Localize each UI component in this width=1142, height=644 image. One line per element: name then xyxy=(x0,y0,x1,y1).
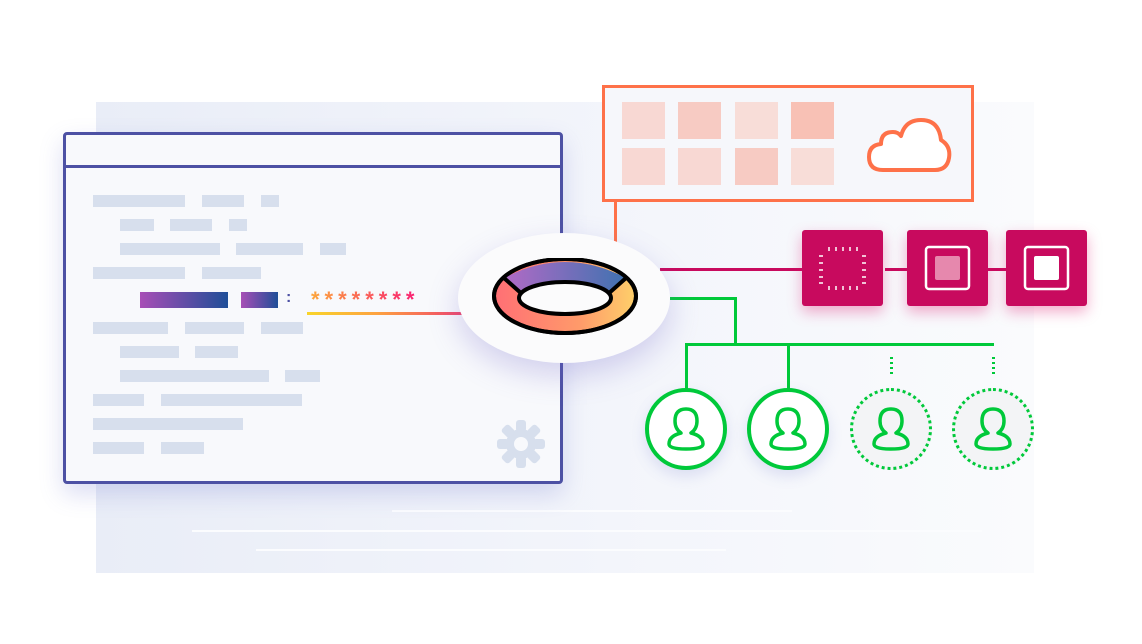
framed-square-white-icon xyxy=(1023,245,1070,291)
secret-key-name xyxy=(140,292,228,308)
hardware-key xyxy=(907,230,988,306)
ring-icon xyxy=(492,258,638,335)
text-placeholder xyxy=(261,195,279,207)
user-connector-pending xyxy=(890,357,893,375)
text-placeholder xyxy=(185,322,244,334)
text-placeholder xyxy=(93,442,144,454)
text-placeholder xyxy=(93,267,185,279)
chip-connector xyxy=(986,268,1008,271)
text-placeholder xyxy=(236,243,303,255)
gear-icon xyxy=(497,420,545,468)
user-icon xyxy=(872,407,910,451)
hardware-chip xyxy=(802,230,883,306)
storage-cell xyxy=(622,148,665,185)
user-connector-pending xyxy=(992,357,995,375)
user-pending xyxy=(952,388,1034,470)
user-connector xyxy=(685,343,994,346)
text-placeholder xyxy=(195,346,238,358)
cloud-icon xyxy=(867,118,952,172)
user-active xyxy=(645,388,727,470)
user-icon xyxy=(974,407,1012,451)
background-line xyxy=(392,510,792,512)
text-placeholder xyxy=(202,195,244,207)
text-placeholder xyxy=(93,394,144,406)
text-placeholder xyxy=(320,243,346,255)
storage-cell xyxy=(622,102,665,139)
text-placeholder xyxy=(120,370,269,382)
masked-secret: ******** xyxy=(311,287,420,312)
chip-icon xyxy=(819,247,866,290)
user-icon xyxy=(667,407,705,451)
storage-cell xyxy=(678,148,721,185)
storage-cell xyxy=(791,148,834,185)
text-placeholder xyxy=(120,346,179,358)
storage-cell xyxy=(735,102,778,139)
user-pending xyxy=(850,388,932,470)
user-connector xyxy=(734,297,737,345)
cloud-storage-box xyxy=(602,85,974,202)
chip-connector xyxy=(885,268,909,271)
text-placeholder xyxy=(93,322,168,334)
secret-key-suffix xyxy=(241,292,278,308)
user-connector xyxy=(685,343,688,389)
window-titlebar xyxy=(66,135,560,168)
text-placeholder xyxy=(202,267,261,279)
text-placeholder xyxy=(120,243,220,255)
chip-connector xyxy=(660,268,805,271)
text-placeholder xyxy=(261,322,303,334)
user-connector xyxy=(787,343,790,389)
text-placeholder xyxy=(93,418,243,430)
text-placeholder xyxy=(93,195,185,207)
text-placeholder xyxy=(161,394,302,406)
text-placeholder xyxy=(170,219,212,231)
background-line xyxy=(192,530,982,532)
framed-square-pink-icon xyxy=(924,245,971,291)
hardware-key xyxy=(1006,230,1087,306)
key-value-separator: : xyxy=(286,289,292,306)
storage-cell xyxy=(735,148,778,185)
text-placeholder xyxy=(120,219,154,231)
storage-cell xyxy=(791,102,834,139)
text-placeholder xyxy=(161,442,204,454)
user-connector xyxy=(670,297,736,300)
secret-link-line xyxy=(307,312,507,315)
text-placeholder xyxy=(285,370,320,382)
user-active xyxy=(747,388,829,470)
user-icon xyxy=(769,407,807,451)
storage-cell xyxy=(678,102,721,139)
storage-connector xyxy=(614,200,617,244)
background-line xyxy=(256,549,726,551)
text-placeholder xyxy=(229,219,247,231)
